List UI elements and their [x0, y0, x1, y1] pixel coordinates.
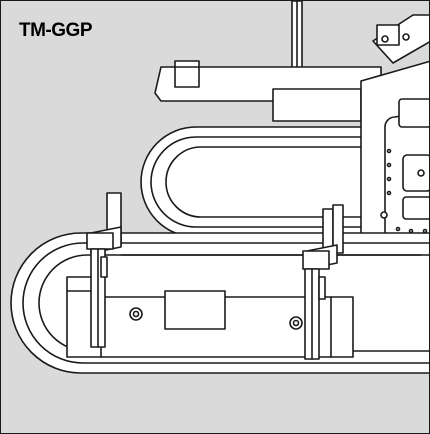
right-support-post: [302, 204, 344, 360]
left-support-post: [86, 192, 122, 348]
upper-frame-arm: [154, 60, 382, 122]
motor-housing: [360, 14, 429, 264]
track-side-plate: [66, 276, 354, 358]
model-label: TM-GGP: [19, 20, 93, 41]
